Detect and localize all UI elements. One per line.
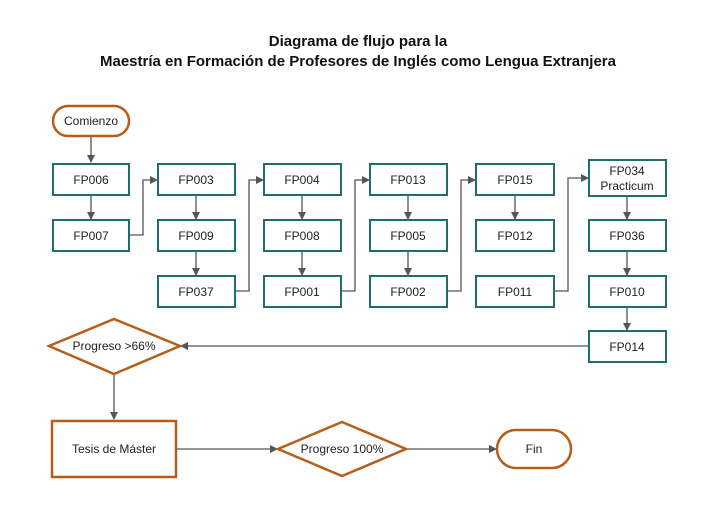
decision-progress-100-label: Progreso 100% [301, 442, 384, 456]
end-node: Fin [495, 428, 573, 470]
course-fp002: FP002 [369, 275, 448, 308]
edge-fp011-fp034 [554, 174, 589, 292]
course-fp012: FP012 [475, 219, 555, 252]
course-fp008-label: FP008 [284, 229, 320, 243]
course-fp005: FP005 [369, 219, 448, 252]
course-fp003-label: FP003 [178, 173, 214, 187]
course-fp013: FP013 [369, 163, 448, 196]
course-fp006-label: FP006 [73, 173, 109, 187]
course-fp011: FP011 [475, 275, 555, 308]
course-fp005-label: FP005 [390, 229, 426, 243]
diagram-title-line-2: Maestría en Formación de Profesores de I… [100, 53, 616, 70]
course-fp002-label: FP002 [390, 285, 426, 299]
end-node-label: Fin [526, 442, 543, 456]
course-fp009-label: FP009 [178, 229, 214, 243]
course-fp015-label: FP015 [497, 173, 533, 187]
course-fp001: FP001 [263, 275, 342, 308]
course-fp034-practicum: FP034 Practicum [588, 159, 667, 197]
edge-fp001-fp013 [341, 176, 370, 292]
edge-fp002-fp015 [447, 176, 476, 292]
start-node-label: Comienzo [64, 114, 118, 128]
course-fp013-label: FP013 [390, 173, 426, 187]
course-fp008: FP008 [263, 219, 342, 252]
course-fp015: FP015 [475, 163, 555, 196]
course-fp012-label: FP012 [497, 229, 533, 243]
course-fp003: FP003 [157, 163, 236, 196]
course-fp006: FP006 [52, 163, 130, 196]
course-fp011-label: FP011 [498, 285, 533, 299]
course-fp034-sublabel: Practicum [600, 179, 653, 193]
course-fp034-label: FP034 [609, 164, 645, 178]
thesis-node: Tesis de Máster [50, 419, 178, 479]
course-fp004: FP004 [263, 163, 342, 196]
decision-progress-66: Progreso >66% [45, 317, 184, 376]
course-fp004-label: FP004 [284, 173, 320, 187]
course-fp001-label: FP001 [284, 285, 320, 299]
course-fp007-label: FP007 [73, 229, 109, 243]
edge-fp007-fp003 [129, 176, 158, 236]
course-fp009: FP009 [157, 219, 236, 252]
decision-progress-100: Progreso 100% [274, 420, 410, 478]
decision-progress-66-label: Progreso >66% [72, 339, 155, 353]
course-fp037: FP037 [157, 275, 236, 308]
course-fp037-label: FP037 [178, 285, 214, 299]
course-fp010: FP010 [588, 275, 667, 308]
course-fp036: FP036 [588, 219, 667, 252]
connectors [87, 137, 631, 453]
course-fp014: FP014 [588, 330, 667, 363]
course-fp036-label: FP036 [609, 229, 645, 243]
course-fp010-label: FP010 [609, 285, 645, 299]
diagram-title-line-1: Diagrama de flujo para la [268, 33, 448, 50]
course-fp007: FP007 [52, 219, 130, 252]
start-node: Comienzo [51, 104, 131, 138]
course-fp014-label: FP014 [609, 340, 645, 354]
thesis-node-label: Tesis de Máster [72, 442, 156, 456]
edge-fp037-fp004 [235, 176, 264, 292]
